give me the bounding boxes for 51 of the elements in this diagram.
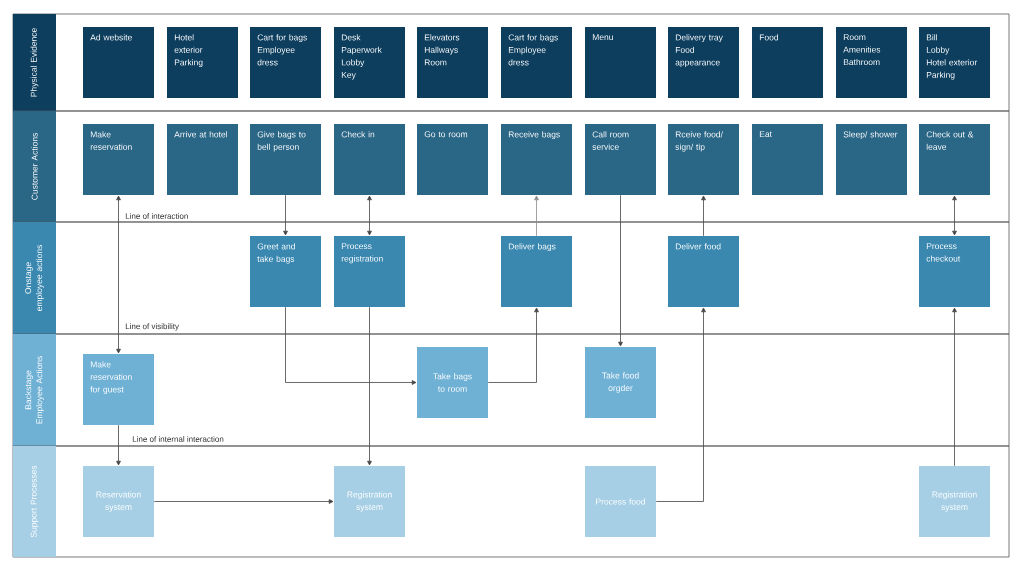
process-box: Rceive food/ sign/ tip (668, 124, 739, 195)
process-box: Greet and take bags (250, 236, 321, 307)
process-box: Menu (585, 27, 656, 98)
process-box: Deliver bags (501, 236, 572, 307)
process-box: Make reservation (83, 124, 154, 195)
process-box: Process registration (334, 236, 405, 307)
arrow (367, 306, 372, 466)
arrow (952, 307, 957, 467)
arrow (153, 499, 334, 504)
process-box: Cart for bags Employee dress (501, 27, 572, 98)
process-box: Give bags to bell person (250, 124, 321, 195)
arrow (952, 195, 957, 236)
process-box: Delivery tray Food appearance (668, 27, 739, 98)
process-box: Sleep/ shower (836, 124, 907, 195)
arrow (618, 194, 623, 347)
process-box: Call room service (585, 124, 656, 195)
process-box: Check in (334, 124, 405, 195)
process-box: Process food (585, 466, 656, 537)
process-box: Cart for bags Employee dress (250, 27, 321, 98)
process-box: Reservation system (83, 466, 154, 537)
process-box: Receive bags (501, 124, 572, 195)
arrow (283, 194, 288, 236)
process-box: Desk Paperwork Lobby Key (334, 27, 405, 98)
process-box: Elevators Hallways Room (417, 27, 488, 98)
arrow (116, 195, 121, 354)
line-label: Line of visibility (125, 323, 179, 331)
arrow (534, 195, 539, 237)
arrow (487, 307, 539, 383)
line-label: Line of interaction (125, 213, 188, 219)
arrow (655, 307, 706, 502)
process-box: Room Amenities Bathroom (836, 27, 907, 98)
process-box: Food (752, 27, 823, 98)
arrow (285, 306, 417, 385)
process-box: Go to room (417, 124, 488, 195)
process-box: Make reservation for guest (83, 354, 154, 425)
arrow (116, 424, 121, 466)
line-label: Line of internal interaction (132, 436, 224, 442)
process-box: Deliver food (668, 236, 739, 307)
process-box: Bill Lobby Hotel exterior Parking (919, 27, 990, 98)
process-box: Take bags to room (417, 347, 488, 418)
process-box: Check out & leave (919, 124, 990, 195)
process-box: Ad website (83, 27, 154, 98)
process-box: Hotel exterior Parking (167, 27, 238, 98)
process-box: Take food orgder (585, 347, 656, 418)
process-box: Registration system (919, 466, 990, 537)
arrow (701, 195, 706, 237)
process-box: Arrive at hotel (167, 124, 238, 195)
process-box: Registration system (334, 466, 405, 537)
arrow (367, 195, 372, 236)
process-box: Eat (752, 124, 823, 195)
process-box: Process checkout (919, 236, 990, 307)
